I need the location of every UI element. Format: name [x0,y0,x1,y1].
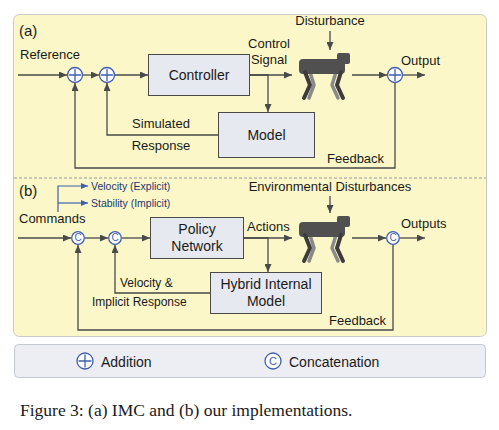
edge-label: Feedback [329,313,386,329]
plus-sign [69,69,81,81]
output-wire [403,74,425,75]
sum-junction [388,68,403,83]
command-bracket [58,202,88,203]
legend-box [15,345,486,378]
connector-arrow [250,75,268,112]
node-text: Hybrid Internal Model [215,276,317,310]
disturbance-arrow [329,31,330,50]
signal-label: Reference [20,47,80,63]
edge-label: Velocity & Implicit Response [92,274,212,312]
signal-label: Outputs [401,216,447,232]
panel-background [14,15,487,337]
connector-arrow [244,238,268,272]
node-text: C [389,233,396,243]
panel-tag: (a) [19,21,37,40]
concat-circle-outline [387,232,400,245]
concat-node: C [108,231,122,245]
signal-wire [83,74,99,75]
signal-label: Commands [19,211,85,227]
command-label: Stability (Implicit) [91,196,170,210]
plus-sign [79,355,92,368]
legend-text: Concatenation [289,354,379,370]
output-wire [352,74,387,75]
node-text: Controller [169,67,230,84]
node-text: C [111,233,118,243]
process-box: Controller [148,54,250,96]
output-wire [352,237,386,238]
panel-divider [14,178,486,179]
reference-wire [18,74,67,75]
robot-illustration [299,53,350,98]
connector-arrow [122,237,150,238]
plus-sign [389,69,401,81]
legend-text: Addition [101,354,152,370]
legend-concat-symbol [265,353,281,369]
legend-entry: Concatenation [289,353,379,371]
signal-label: Environmental Disturbances [230,179,430,195]
figure-caption: Figure 3: (a) IMC and (b) our implementa… [20,399,352,421]
panel-tag: (b) [19,181,37,200]
process-box: Policy Network [150,217,244,259]
command-bracket [58,186,88,212]
signal-label: Disturbance [280,13,380,29]
concat-circle-outline [72,232,85,245]
output-wire [400,237,425,238]
plus-sign [101,69,113,81]
concat-node: C [71,231,85,245]
node-text: C [74,233,81,243]
sum-junction [68,68,83,83]
signal-label: Output [401,53,440,69]
signal-wire [115,74,148,75]
legend-addition-symbol [77,353,93,369]
robot-illustration [299,216,350,261]
command-label: Velocity (Explicit) [91,179,170,193]
node-text: Model [247,127,285,144]
process-box: Model [218,112,315,158]
legend-entry: Addition [101,353,152,371]
concat-circle-outline [109,232,122,245]
command-wire [18,237,71,238]
signal-label: Control Signal [241,36,297,68]
connector-arrow [85,237,108,238]
concat-symbol-letter: C [266,355,280,367]
signal-label: Simulated Response [118,113,204,157]
process-box: Hybrid Internal Model [210,272,322,314]
signal-label: Actions [247,219,290,235]
signal-label: Feedback [327,151,384,167]
node-text: Policy Network [155,221,239,255]
concat-node: C [386,231,400,245]
sum-junction [100,68,115,83]
disturbance-arrow [329,196,330,213]
